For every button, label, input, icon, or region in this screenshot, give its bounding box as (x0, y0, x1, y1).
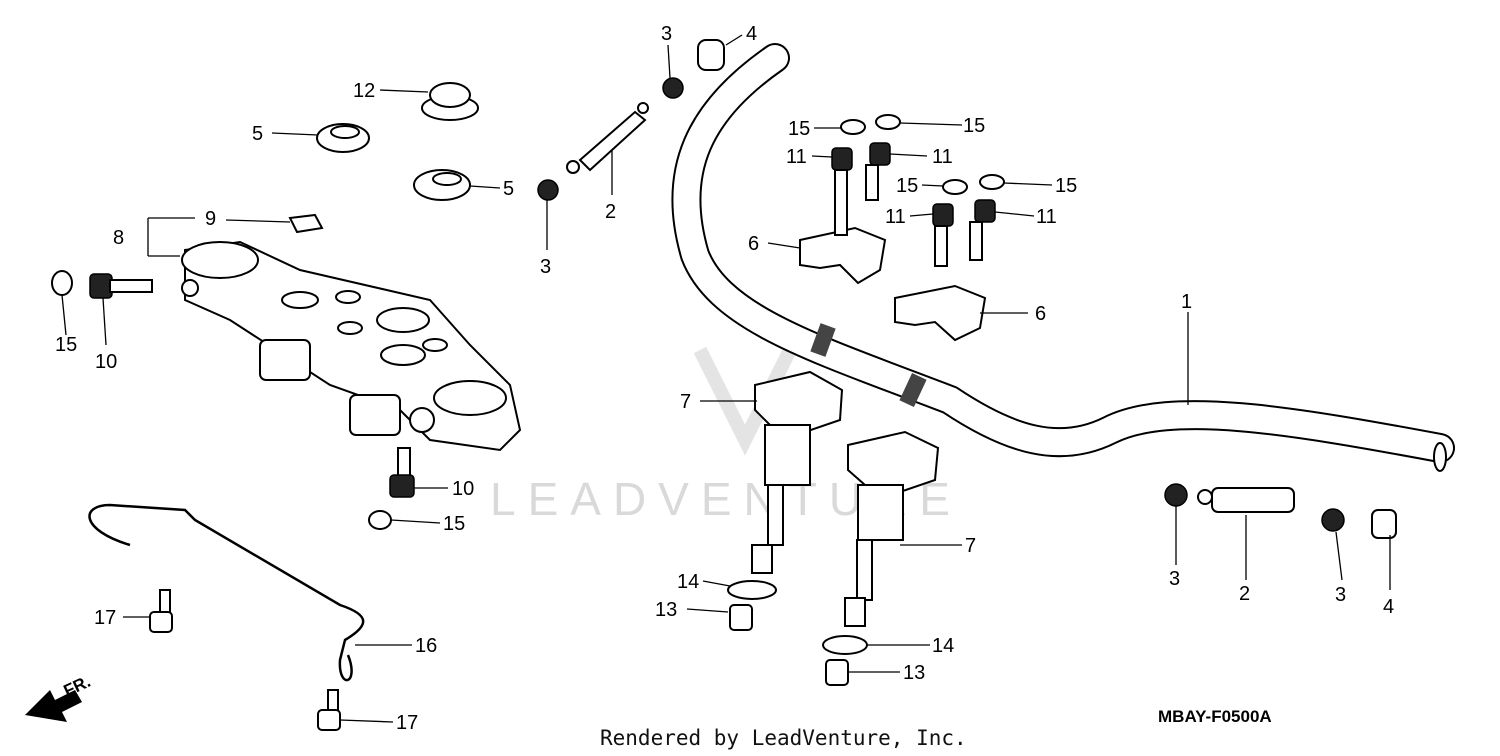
emblem (288, 213, 324, 234)
callout-12: 12 (353, 80, 375, 102)
callout-16: 16 (415, 635, 437, 657)
callout-11: 11 (932, 146, 953, 168)
bar-end-upper (537, 39, 725, 201)
callout-1: 1 (1181, 291, 1192, 313)
callout-8: 8 (113, 227, 124, 249)
callout-15: 15 (443, 513, 465, 535)
top-bridge (181, 240, 522, 452)
dust-seal-upper (316, 123, 370, 153)
callout-2: 2 (1239, 583, 1250, 605)
holder-bolts (831, 114, 1005, 267)
callout-10: 10 (95, 351, 117, 373)
callout-5: 5 (252, 123, 263, 145)
riser-left (751, 370, 844, 574)
guide-bolts (149, 589, 341, 731)
callout-17: 17 (396, 712, 418, 734)
front-direction-arrow: FR. (25, 672, 94, 722)
callout-11: 11 (786, 146, 807, 168)
cap-nut (421, 82, 479, 121)
callout-11: 11 (885, 206, 906, 228)
callout-9: 9 (205, 208, 216, 230)
callout-4: 4 (746, 23, 757, 45)
callout-3: 3 (661, 23, 672, 45)
credit-text: Rendered by LeadVenture, Inc. (600, 726, 967, 750)
callout-10: 10 (452, 478, 474, 500)
callout-4: 4 (1383, 596, 1394, 618)
bolt-10-left (51, 270, 153, 299)
callout-7: 7 (680, 391, 691, 413)
callout-13: 13 (655, 599, 677, 621)
dust-seal-lower (413, 169, 471, 201)
upper-holder-upper (799, 226, 887, 285)
callout-7: 7 (965, 535, 976, 557)
callout-14: 14 (677, 571, 699, 593)
riser-right (844, 430, 940, 627)
callout-2: 2 (605, 201, 616, 223)
callout-14: 14 (932, 635, 954, 657)
leader-lines (61, 34, 1391, 723)
callout-15: 15 (1055, 175, 1077, 197)
callout-11: 11 (1036, 206, 1057, 228)
upper-holder-lower (894, 284, 987, 342)
callout-13: 13 (903, 662, 925, 684)
bolt-10-lower (368, 447, 415, 530)
callout-3: 3 (1169, 568, 1180, 590)
handlebar (671, 43, 1455, 472)
callout-labels: 1 2 2 3 3 3 3 4 4 5 5 6 6 7 7 8 9 10 10 … (55, 23, 1394, 734)
callout-15: 15 (963, 115, 985, 137)
callout-3: 3 (1335, 584, 1346, 606)
callout-6: 6 (748, 233, 759, 255)
bar-end-lower (1164, 483, 1397, 539)
callout-6: 6 (1035, 303, 1046, 325)
callout-5: 5 (503, 178, 514, 200)
callout-15: 15 (788, 118, 810, 140)
callout-3: 3 (540, 256, 551, 278)
riser-washers-nuts (727, 580, 868, 686)
diagram-code: MBAY-F0500A (1158, 707, 1272, 726)
callout-17: 17 (94, 607, 116, 629)
callout-15: 15 (55, 334, 77, 356)
cable-guide (88, 503, 365, 682)
callout-15: 15 (896, 175, 918, 197)
